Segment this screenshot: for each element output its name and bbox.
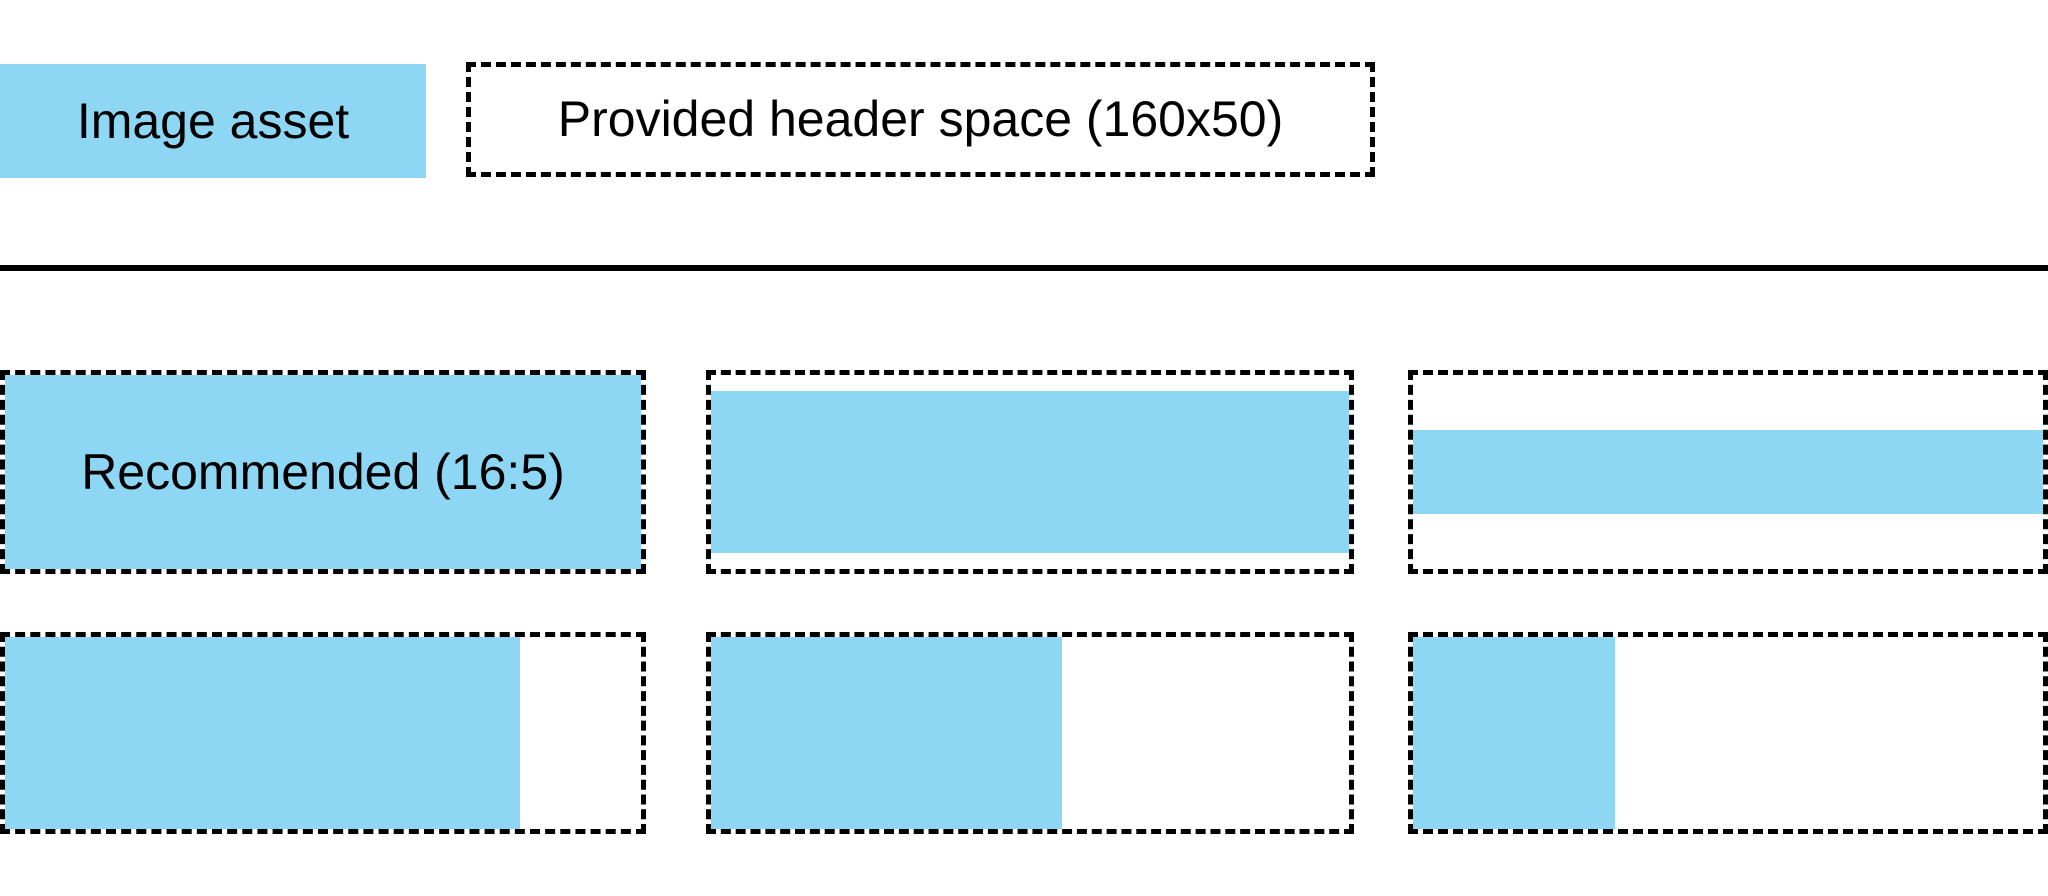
example-box-full-height-wide-left	[0, 632, 646, 834]
image-asset-fill	[711, 637, 1062, 829]
example-box-recommended: Recommended (16:5)	[0, 370, 646, 574]
legend-image-asset-label: Image asset	[76, 92, 350, 149]
legend-image-asset-swatch: Image asset	[0, 64, 426, 178]
image-asset-fill	[1413, 430, 2043, 514]
example-box-full-height-narrow-left	[1408, 632, 2048, 834]
image-asset-fill	[5, 637, 521, 829]
legend-header-space-box: Provided header space (160x50)	[466, 62, 1375, 177]
recommended-ratio-label: Recommended (16:5)	[81, 443, 565, 500]
divider-line	[0, 265, 2048, 271]
image-asset-fill	[1413, 637, 1615, 829]
example-box-full-width-tall-centered	[706, 370, 1354, 574]
example-box-full-width-strip-centered	[1408, 370, 2048, 574]
legend-header-space-label: Provided header space (160x50)	[557, 91, 1284, 147]
example-box-full-height-half-left	[706, 632, 1354, 834]
image-asset-fill	[711, 391, 1349, 553]
image-asset-fill	[5, 375, 641, 569]
